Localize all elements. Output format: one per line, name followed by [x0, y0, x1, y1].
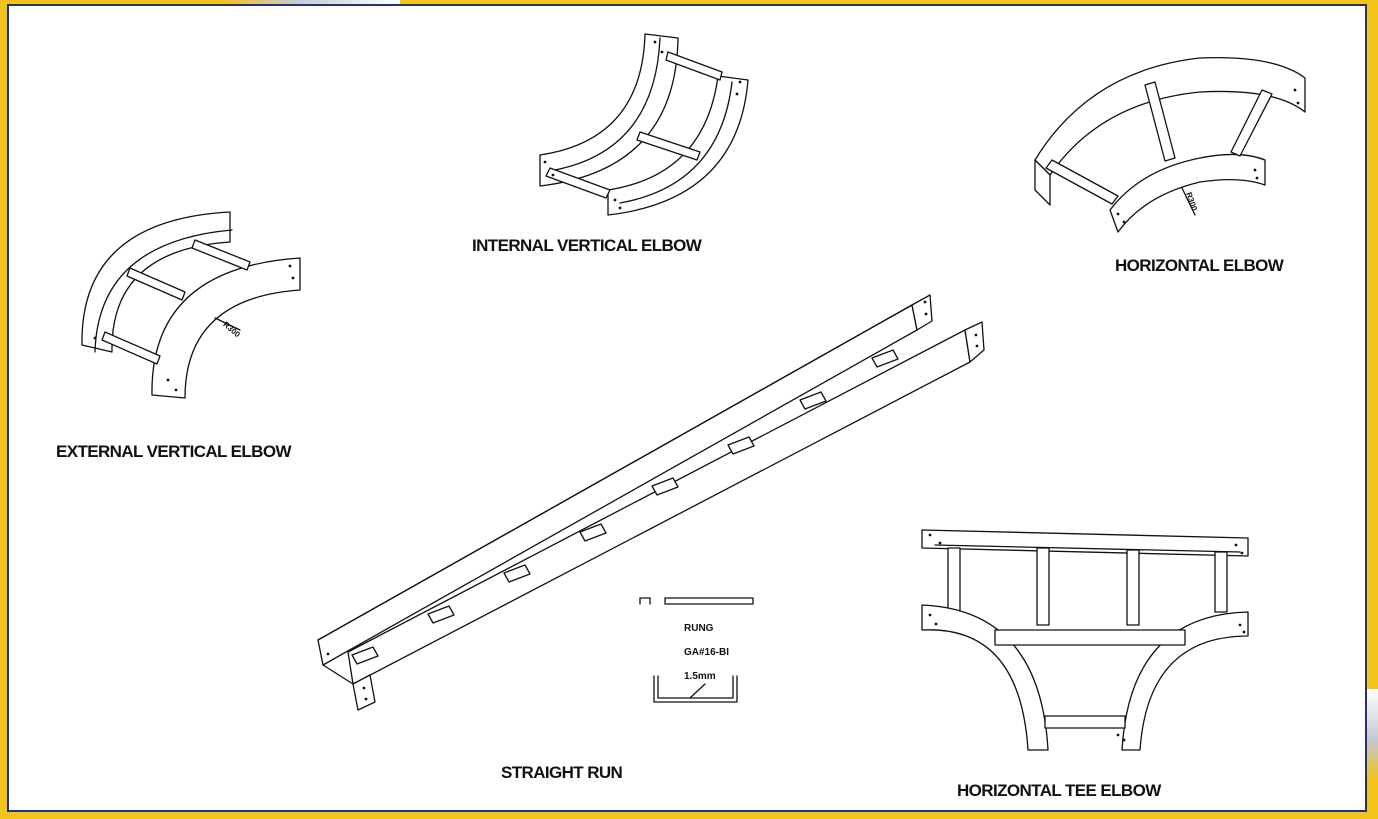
rung-thickness: 1.5mm	[684, 671, 716, 682]
rung-note: RUNG GA#16-BI 1.5mm	[684, 611, 729, 695]
internal-vertical-elbow-drawing	[539, 33, 749, 216]
rung-title: RUNG	[684, 623, 714, 634]
rung-detail-drawing	[639, 597, 754, 703]
external-vertical-elbow-label: EXTERNAL VERTICAL ELBOW	[56, 442, 292, 461]
horizontal-elbow-drawing	[1034, 57, 1306, 233]
straight-run-label: STRAIGHT RUN	[501, 763, 623, 782]
horizontal-tee-elbow-label: HORIZONTAL TEE ELBOW	[957, 781, 1161, 800]
rung-gauge: GA#16-BI	[684, 647, 730, 658]
internal-vertical-elbow-label: INTERNAL VERTICAL ELBOW	[472, 236, 702, 255]
corner-accent-bottom	[1364, 689, 1378, 819]
horizontal-tee-elbow-drawing	[921, 529, 1249, 751]
external-vertical-elbow-drawing	[81, 211, 301, 399]
straight-run-drawing	[317, 294, 985, 711]
horizontal-elbow-label: HORIZONTAL ELBOW	[1115, 256, 1284, 275]
